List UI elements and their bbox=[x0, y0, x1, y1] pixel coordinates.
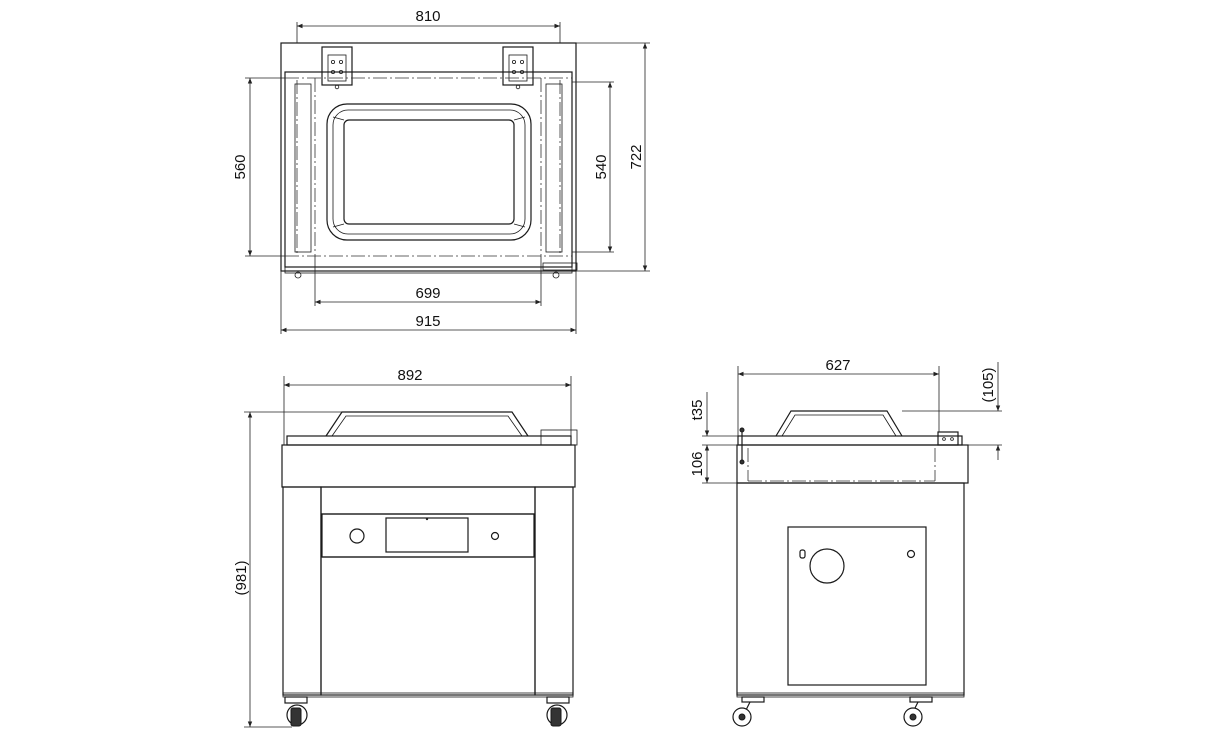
dim-540-label: 540 bbox=[593, 154, 610, 179]
display-screen bbox=[385, 517, 469, 553]
front-view: 892 (981) bbox=[233, 367, 578, 728]
dim-t35-label: t35 bbox=[689, 400, 706, 421]
side-lid-dome bbox=[775, 410, 903, 437]
top-view: 810 699 915 560 540 722 bbox=[232, 8, 650, 334]
front-caster-right bbox=[546, 696, 570, 727]
hinge-right bbox=[502, 46, 534, 90]
dim-699-label: 699 bbox=[415, 285, 440, 302]
control-panel bbox=[321, 513, 535, 558]
lid-window-outer bbox=[326, 103, 532, 241]
front-chamber-body bbox=[281, 444, 576, 488]
top-view-body bbox=[284, 71, 573, 268]
dim-981-label: (981) bbox=[233, 560, 250, 595]
side-chamber-body bbox=[736, 444, 969, 484]
side-caster-left bbox=[732, 696, 765, 727]
dim-810-label: 810 bbox=[415, 8, 440, 25]
vacuum-pump-port-icon bbox=[809, 548, 845, 584]
top-view-outer-frame bbox=[280, 42, 577, 272]
front-lid-dome bbox=[325, 411, 529, 437]
dim-106-label: 106 bbox=[689, 451, 706, 476]
dim-915-label: 915 bbox=[415, 313, 440, 330]
hinge-left bbox=[321, 46, 353, 90]
side-caster-right bbox=[903, 696, 933, 727]
dim-722-label: 722 bbox=[628, 144, 645, 169]
power-switch-icon bbox=[349, 528, 365, 544]
dim-892-label: 892 bbox=[397, 367, 422, 384]
dim-105-label: (105) bbox=[980, 367, 997, 402]
side-access-panel bbox=[787, 526, 927, 686]
front-caster-left bbox=[284, 696, 308, 727]
dim-560-label: 560 bbox=[232, 154, 249, 179]
dim-627-label: 627 bbox=[825, 357, 850, 374]
side-view: 627 (105) t35 106 bbox=[689, 357, 1002, 727]
indicator-lamp-icon bbox=[490, 531, 500, 541]
